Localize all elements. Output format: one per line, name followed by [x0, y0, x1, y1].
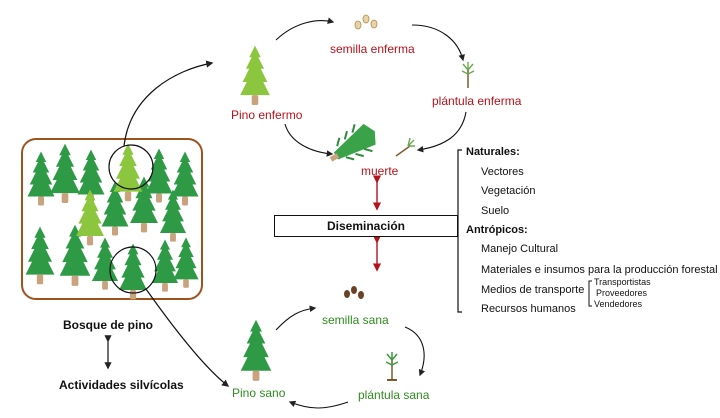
- natural-factor-item: Vegetación: [481, 185, 536, 197]
- arrow-forest-to-sick-pine: [123, 60, 214, 147]
- transport-sub-item: Proveedores: [596, 288, 648, 298]
- factors-bracket: [457, 149, 462, 313]
- arrow-forest-to-healthy-pine: [145, 288, 230, 387]
- sick-seed-label: semilla enferma: [330, 42, 415, 56]
- healthy-seeds-icon: [344, 286, 364, 299]
- healthy-seedling-label: plántula sana: [358, 388, 430, 402]
- activities-label: Actividades silvícolas: [59, 378, 184, 392]
- death-label: muerte: [361, 164, 399, 178]
- anthropic-factors-title: Antrópicos:: [466, 224, 528, 236]
- anthropic-factor-item: Medios de transporte: [481, 284, 585, 296]
- sick-pine-circle: [108, 144, 154, 190]
- sick-seeds-icon: [354, 14, 378, 30]
- arrow-seedling-to-healthy-pine: [288, 400, 349, 409]
- forest-label: Bosque de pino: [63, 318, 153, 332]
- arrow-pine-to-sick-seed: [275, 17, 335, 41]
- healthy-pine-icon: [240, 319, 272, 381]
- transport-sub-item: Transportistas: [594, 277, 651, 287]
- healthy-seed-label: semilla sana: [322, 313, 389, 327]
- natural-factors-title: Naturales:: [466, 146, 520, 158]
- natural-factor-item: Suelo: [481, 205, 510, 217]
- anthropic-factor-item: Materiales e insumos para la producción …: [481, 264, 718, 276]
- arrow-pine-to-death: [284, 123, 334, 157]
- transport-bracket: [588, 280, 592, 307]
- arrow-seedling-to-death: [416, 111, 467, 153]
- anthropic-factor-item: Recursos humanos: [481, 303, 576, 315]
- arrow-seed-to-sick-seedling: [411, 24, 465, 62]
- dissemination-box: Diseminación: [274, 215, 458, 237]
- dead-pine-icon: [329, 123, 376, 162]
- transport-sub-item: Vendedores: [594, 299, 643, 309]
- sick-seedling-icon: [461, 62, 475, 88]
- anthropic-factor-item: Manejo Cultural: [481, 243, 559, 255]
- arrow-pine-to-healthy-seed: [275, 305, 317, 331]
- arrow-seed-to-healthy-seedling: [404, 326, 426, 377]
- natural-factor-item: Vectores: [481, 166, 524, 178]
- sick-pine-label: Pino enfermo: [231, 108, 303, 122]
- healthy-pine-circle: [109, 246, 157, 294]
- dead-seedling-icon: [395, 137, 415, 157]
- sick-seedling-label: plántula enferma: [432, 94, 522, 108]
- sick-pine-icon: [240, 45, 270, 106]
- healthy-seedling-icon: [385, 352, 399, 381]
- healthy-pine-label: Pino sano: [232, 386, 286, 400]
